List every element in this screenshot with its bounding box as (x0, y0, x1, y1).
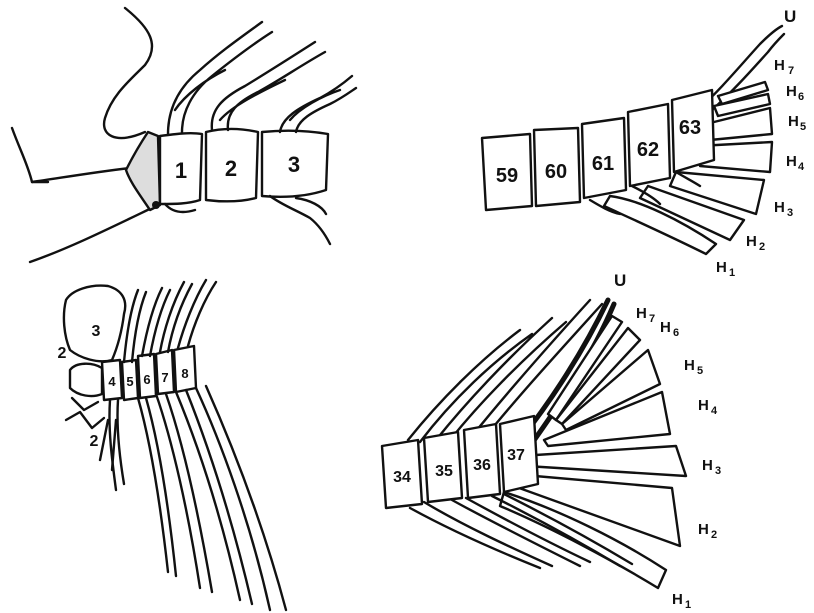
vertebra-label: 8 (181, 366, 188, 381)
svg-text:H: H (788, 113, 799, 130)
svg-text:4: 4 (711, 405, 718, 417)
svg-text:2: 2 (759, 241, 765, 253)
hypural-label-1: H 1 (672, 591, 691, 611)
panel-c-weberian-apparatus: 2 3 2 4 5 6 7 8 (58, 280, 286, 610)
vertebra-label: 61 (592, 153, 614, 175)
svg-text:H: H (786, 83, 797, 100)
ventral-process-3 (270, 196, 330, 244)
hypural-label-7: H 7 (774, 57, 794, 77)
hypural-label-6: H 6 (660, 319, 679, 339)
ossicle-label: 2 (90, 433, 99, 450)
svg-text:5: 5 (800, 121, 806, 133)
vertebra-label: 3 (288, 152, 300, 177)
ribs (109, 386, 286, 610)
vertebra-label: 5 (126, 374, 133, 389)
svg-text:H: H (698, 521, 709, 538)
hypural-label-3: H 3 (702, 457, 721, 477)
svg-text:H: H (786, 153, 797, 170)
svg-text:7: 7 (788, 65, 794, 77)
hypural-label-5: H 5 (788, 113, 806, 133)
svg-text:H: H (774, 57, 785, 74)
svg-text:6: 6 (673, 327, 679, 339)
vertebra-label: 63 (679, 117, 701, 139)
vertebra-label: 34 (393, 469, 411, 486)
svg-text:H: H (684, 357, 695, 374)
vertebra-label: 60 (545, 161, 567, 183)
hypural-label-3: H 3 (774, 199, 793, 219)
hypural-label-4: H 4 (786, 153, 805, 173)
svg-text:H: H (698, 397, 709, 414)
svg-text:5: 5 (697, 365, 703, 377)
parasphenoid-line (30, 205, 158, 262)
vertebra-label: 4 (108, 374, 116, 389)
hypural-label-4: H 4 (698, 397, 718, 417)
svg-text:H: H (774, 199, 785, 216)
hypural-label-6: H 6 (786, 83, 804, 103)
svg-text:H: H (702, 457, 713, 474)
vertebra-label: 35 (435, 463, 453, 480)
svg-text:4: 4 (798, 161, 805, 173)
scaphium-lines (66, 398, 104, 428)
hypural-label-5: H 5 (684, 357, 703, 377)
hypural-label-2: H 2 (698, 521, 717, 541)
urostyle-label: U (614, 271, 626, 290)
vertebra-label: 7 (161, 370, 168, 385)
vertebra-label: 59 (496, 165, 518, 187)
vertebra-label: 1 (175, 158, 187, 183)
svg-text:H: H (746, 233, 757, 250)
hypural-label-2: H 2 (746, 233, 765, 253)
hypural-3 (520, 446, 686, 476)
occipital-condyle (126, 132, 160, 210)
svg-text:H: H (672, 591, 683, 608)
vertebra-label: 6 (143, 372, 150, 387)
svg-text:H: H (636, 305, 647, 322)
hypural-label-7: H 7 (636, 305, 655, 325)
svg-text:1: 1 (685, 599, 691, 611)
ventral-process-1 (165, 204, 195, 212)
vertebra-label: 2 (225, 156, 237, 181)
svg-text:7: 7 (649, 313, 655, 325)
panel-b-caudal-skeleton: 59 60 61 62 63 U H 7 H 6 H 5 H 4 H 3 H 2 (482, 7, 806, 279)
svg-text:1: 1 (729, 267, 735, 279)
vertebra-label: 62 (637, 139, 659, 161)
svg-text:H: H (716, 259, 727, 276)
hypural-label-1: H 1 (716, 259, 735, 279)
vertebra-label: 37 (507, 447, 525, 464)
urostyle-label: U (784, 7, 796, 26)
vertebra-label: 36 (473, 457, 491, 474)
svg-text:H: H (660, 319, 671, 336)
panel-d-caudal-skeleton: 34 35 36 37 U H 7 H 6 H 5 H 4 H 3 H 2 H (382, 271, 721, 611)
panel-a-anterior-vertebrae: 1 2 3 (12, 8, 356, 262)
svg-text:3: 3 (715, 465, 721, 477)
claustrum-2 (70, 364, 102, 396)
svg-text:6: 6 (798, 91, 804, 103)
ossicle-label: 2 (58, 345, 67, 362)
svg-text:3: 3 (787, 207, 793, 219)
svg-text:2: 2 (711, 529, 717, 541)
neural-spine-3 (280, 76, 356, 132)
intercalarium-lines (100, 420, 116, 470)
ossicle-label: 3 (92, 323, 101, 340)
skull-outline (104, 8, 152, 138)
